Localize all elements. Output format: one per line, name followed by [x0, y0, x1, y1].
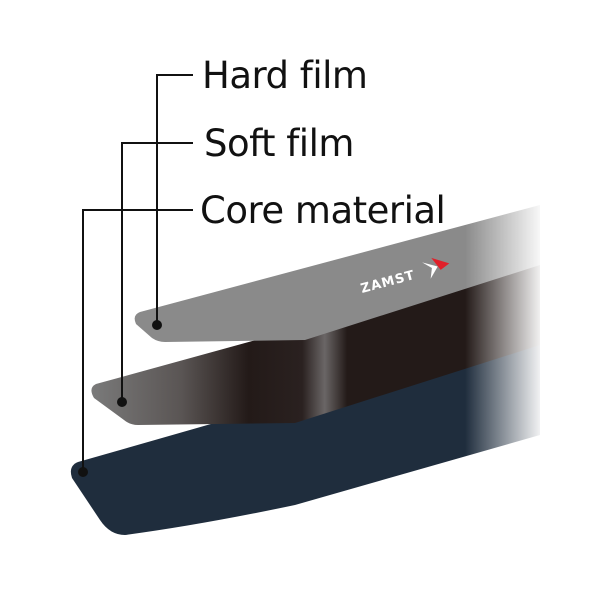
core-material-label: Core material — [200, 189, 446, 232]
core-material-dot — [78, 467, 88, 477]
edge-fade — [465, 190, 545, 460]
hard-film-layer — [134, 205, 540, 342]
soft-film-dot — [117, 397, 127, 407]
soft-film-layer — [91, 262, 540, 425]
hard-film-label: Hard film — [202, 54, 368, 97]
core-material-leader — [82, 209, 193, 472]
soft-film-leader — [121, 142, 193, 402]
soft-film-label: Soft film — [204, 122, 354, 165]
hard-film-leader — [156, 74, 193, 325]
hard-film-dot — [152, 320, 162, 330]
